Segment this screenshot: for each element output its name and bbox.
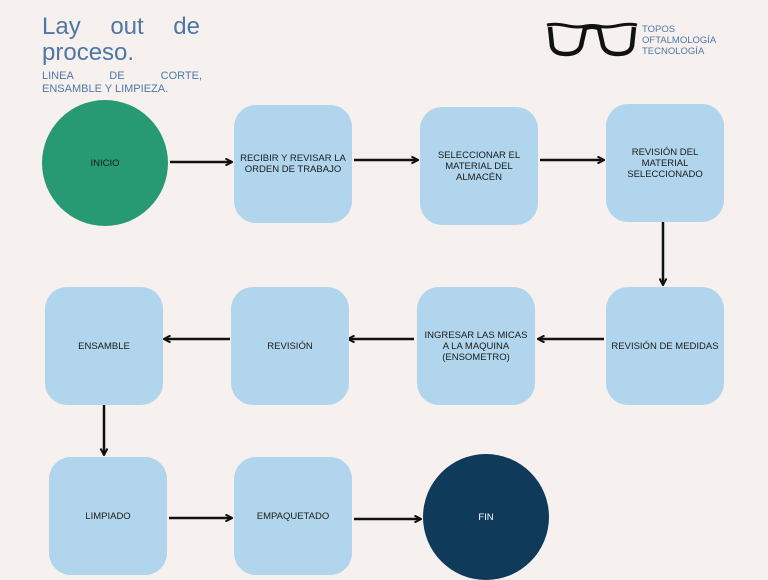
logo-line-1: TOPOS	[642, 24, 676, 35]
page-subtitle: LINEA DE CORTE, ENSAMBLE Y LIMPIEZA.	[42, 70, 202, 96]
node-ingresar-micas: INGRESAR LAS MICAS A LA MAQUINA (ENSOMET…	[417, 287, 535, 405]
page-title: Lay out de proceso.	[42, 14, 200, 66]
title-line-2: proceso.	[42, 39, 135, 66]
node-revision: REVISIÓN	[231, 287, 349, 405]
node-ensamble: ENSAMBLE	[45, 287, 163, 405]
node-seleccionar-material: SELECCIONAR EL MATERIAL DEL ALMACÉN	[420, 107, 538, 225]
node-limpiado: LIMPIADO	[49, 457, 167, 575]
logo-line-3: TECNOLOGÍA	[642, 46, 705, 57]
subtitle-line-2: ENSAMBLE Y LIMPIEZA.	[42, 83, 169, 95]
node-fin: FIN	[423, 454, 549, 580]
node-inicio: INICIO	[42, 100, 168, 226]
subtitle-line-1: LINEA DE CORTE,	[42, 70, 202, 82]
logo-text: TOPOS OFTALMOLOGÍA TECNOLOGÍA	[642, 24, 716, 57]
node-revision-medidas: REVISIÓN DE MEDIDAS	[606, 287, 724, 405]
title-line-1: Lay out de	[42, 13, 200, 40]
glasses-icon	[546, 22, 638, 57]
logo-line-2: OFTALMOLOGÍA	[642, 35, 717, 46]
node-empaquetado: EMPAQUETADO	[234, 457, 352, 575]
node-recibir-orden: RECIBIR Y REVISAR LA ORDEN DE TRABAJO	[234, 105, 352, 223]
node-revision-material: REVISIÓN DEL MATERIAL SELECCIONADO	[606, 104, 724, 222]
